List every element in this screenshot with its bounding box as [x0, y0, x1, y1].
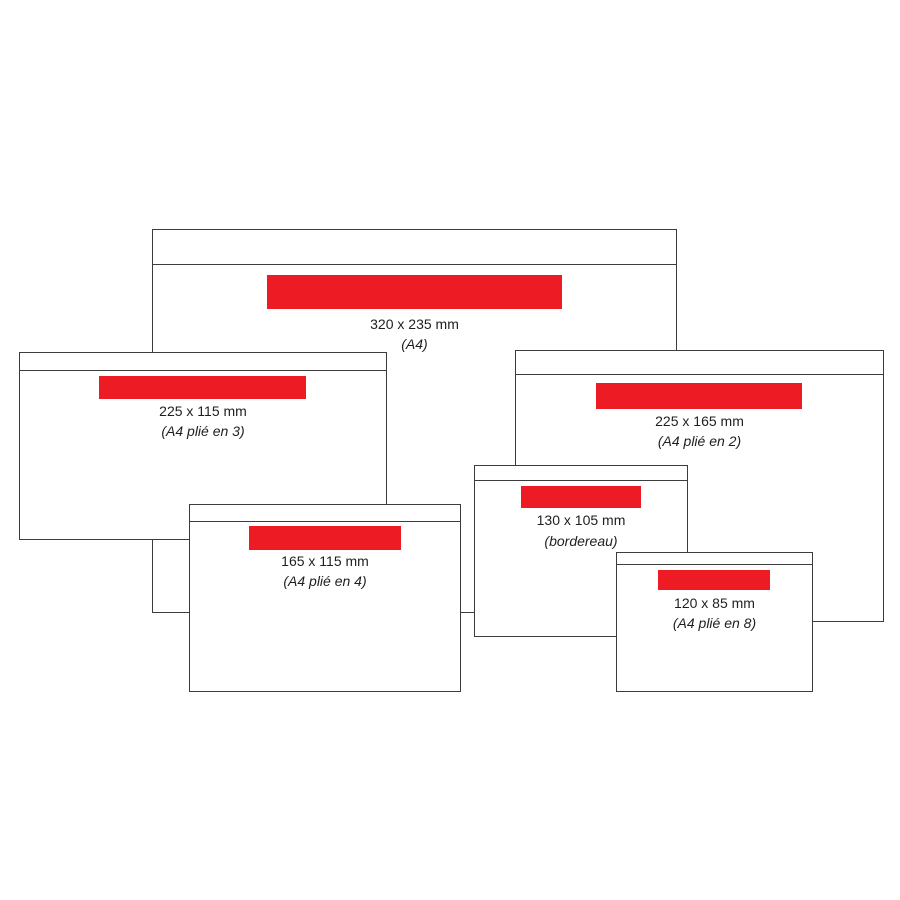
envelope-size-label: 165 x 115 mm — [281, 553, 369, 569]
red-label-strip — [267, 275, 562, 309]
envelope-flap — [617, 553, 812, 565]
red-label-strip — [658, 570, 770, 590]
envelope-flap — [190, 505, 460, 522]
envelope-a4-folded-4: 165 x 115 mm (A4 plié en 4) — [189, 504, 461, 692]
envelope-flap — [516, 351, 883, 375]
envelope-flap — [20, 353, 386, 371]
envelope-flap — [475, 466, 687, 481]
red-label-strip — [99, 376, 306, 399]
envelope-size-label: 320 x 235 mm — [370, 316, 459, 332]
envelope-a4-folded-8: 120 x 85 mm (A4 plié en 8) — [616, 552, 813, 692]
red-label-strip — [249, 526, 401, 550]
red-label-strip — [596, 383, 802, 409]
envelope-size-label: 225 x 115 mm — [159, 403, 247, 419]
envelope-format-label: (A4 plié en 8) — [672, 615, 757, 631]
envelope-size-label: 130 x 105 mm — [536, 512, 626, 528]
envelope-format-label: (A4 plié en 4) — [283, 573, 367, 589]
red-label-strip — [521, 486, 641, 508]
envelope-flap — [153, 230, 676, 265]
envelope-size-label: 225 x 165 mm — [655, 413, 744, 429]
envelope-format-label: (A4 plié en 3) — [161, 423, 245, 439]
envelope-format-label: (bordereau) — [544, 533, 618, 549]
envelope-format-label: (A4 plié en 2) — [657, 433, 742, 449]
envelope-format-label: (A4) — [401, 336, 428, 352]
envelope-size-label: 120 x 85 mm — [674, 595, 755, 611]
